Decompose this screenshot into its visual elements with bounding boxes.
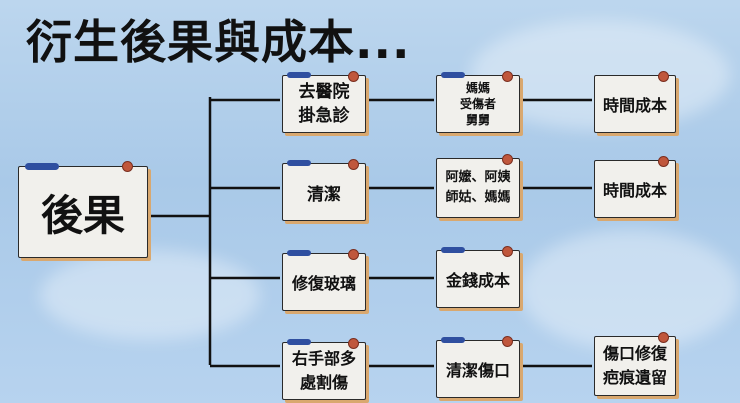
helper-label-line: 師姑、媽媽	[445, 190, 511, 205]
cost-label: 時間成本	[602, 96, 667, 115]
pin-icon	[502, 71, 513, 82]
helper-label-line: 阿嬤、阿姨	[445, 170, 511, 185]
page-title: 衍生後果與成本...	[26, 15, 411, 69]
cause-label-line: 右手部多	[291, 349, 356, 368]
tab-decoration	[287, 72, 311, 78]
cost-node-time-1: 時間成本	[594, 71, 676, 133]
cause-node-cuts: 右手部多 處割傷	[282, 338, 366, 400]
helper-label-line: 舅舅	[465, 113, 490, 127]
helper-node-wound-clean: 清潔傷口	[436, 336, 520, 398]
cause-label-line: 處割傷	[299, 373, 348, 392]
pin-icon	[658, 156, 669, 167]
cost-node-time-2: 時間成本	[594, 156, 676, 218]
tab-decoration	[441, 337, 465, 343]
pin-icon	[348, 71, 359, 82]
cause-node-cleaning: 清潔	[282, 159, 366, 221]
cause-label-line: 去醫院	[298, 82, 350, 102]
helper-node-money: 金錢成本	[436, 246, 520, 308]
helper-label-line: 受傷者	[459, 97, 496, 111]
cause-label: 清潔	[307, 184, 341, 205]
pin-icon	[658, 332, 669, 343]
helper-label: 清潔傷口	[445, 361, 510, 380]
pin-icon	[348, 159, 359, 170]
pin-icon	[122, 161, 133, 172]
tab-decoration	[287, 339, 311, 345]
cause-label: 修復玻璃	[291, 274, 356, 293]
helper-node-relatives: 阿嬤、阿姨 師姑、媽媽	[436, 154, 520, 218]
cause-node-hospital: 去醫院 掛急診	[282, 71, 366, 133]
pin-icon	[348, 338, 359, 349]
cause-label-line: 掛急診	[298, 106, 350, 126]
root-node: 後果	[18, 161, 148, 258]
pin-icon	[348, 249, 359, 260]
root-label: 後果	[40, 190, 125, 240]
cost-node-scar: 傷口修復 疤痕遺留	[594, 332, 676, 396]
tab-decoration	[441, 72, 465, 78]
helper-node-family: 媽媽 受傷者 舅舅	[436, 71, 520, 133]
tab-decoration	[287, 160, 311, 166]
cause-node-glass: 修復玻璃	[282, 249, 366, 311]
pin-icon	[502, 336, 513, 347]
pin-icon	[658, 71, 669, 82]
tab-decoration	[441, 247, 465, 253]
helper-label: 金錢成本	[445, 271, 510, 290]
cost-label-line: 傷口修復	[602, 344, 667, 363]
helper-label-line: 媽媽	[465, 81, 490, 95]
cost-label: 時間成本	[602, 181, 667, 200]
cost-label-line: 疤痕遺留	[602, 368, 667, 387]
pin-icon	[502, 246, 513, 257]
tab-decoration	[25, 163, 59, 170]
tab-decoration	[287, 250, 311, 256]
pin-icon	[502, 154, 513, 165]
